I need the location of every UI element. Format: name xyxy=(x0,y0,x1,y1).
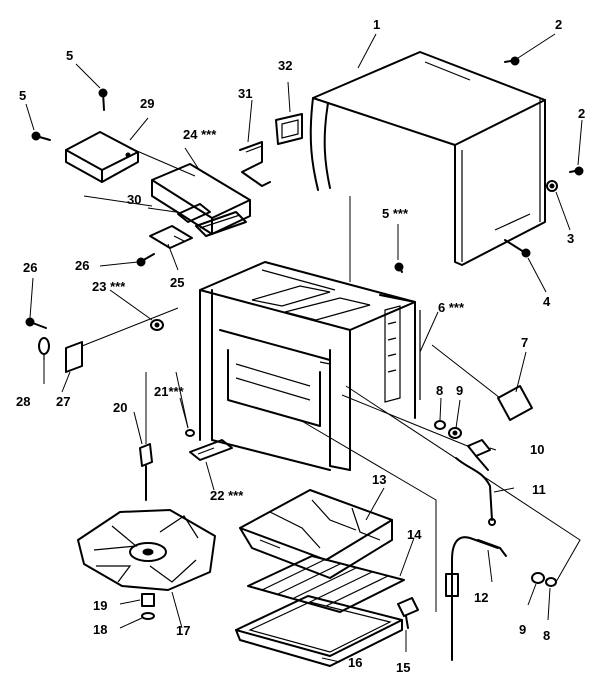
washer-part-8-lower xyxy=(545,577,557,587)
callout-4: 4 xyxy=(543,294,551,309)
bracket-part-29 xyxy=(65,131,139,183)
clip-part-3 xyxy=(546,180,558,192)
screw-part-26-upper xyxy=(136,253,155,267)
callout-8: 8 xyxy=(543,628,550,643)
screw-part-5-top xyxy=(98,88,108,111)
callout-2: 2 xyxy=(555,17,562,32)
callout-7: 7 xyxy=(521,335,528,350)
motor-mount-part-20 xyxy=(139,443,153,501)
callout-32: 32 xyxy=(278,58,292,73)
callout-1: 1 xyxy=(373,17,380,32)
washer-part-8-upper xyxy=(434,420,446,430)
screw-part-2-top xyxy=(504,56,520,66)
callout-20: 20 xyxy=(113,400,127,415)
control-block-part-24 xyxy=(151,163,251,235)
fan-blade-part-17 xyxy=(77,509,216,591)
callout-8: 8 xyxy=(436,383,443,398)
callout-22: 22 *** xyxy=(210,488,244,503)
probe-part-12 xyxy=(445,536,507,661)
callout-6: 6 *** xyxy=(438,300,465,315)
callout-19: 19 xyxy=(93,598,107,613)
callout-25: 25 xyxy=(170,275,184,290)
callout-2: 2 xyxy=(578,106,585,121)
plate-part-25 xyxy=(149,225,193,249)
callout-24: 24 *** xyxy=(183,127,217,142)
callout-23: 23 *** xyxy=(92,279,126,294)
wire-harness-part-31 xyxy=(239,141,271,187)
callout-5: 5 *** xyxy=(382,206,409,221)
callout-9: 9 xyxy=(519,622,526,637)
screw-part-5-cavity xyxy=(394,262,404,273)
screw-part-21 xyxy=(185,429,195,437)
switch-part-30 xyxy=(177,203,247,237)
screw-part-4 xyxy=(504,239,531,258)
screw-part-2-side xyxy=(569,166,584,176)
screw-part-26-lower xyxy=(25,317,47,329)
lamp-bracket-part-27 xyxy=(65,341,83,373)
washer-part-18 xyxy=(141,612,155,620)
callout-5: 5 xyxy=(19,88,26,103)
callout-5: 5 xyxy=(66,48,73,63)
nut-part-9-lower xyxy=(531,572,545,584)
leader-lines xyxy=(25,33,583,663)
callout-28: 28 xyxy=(16,394,30,409)
bracket-part-22 xyxy=(189,439,233,461)
bulb-part-28 xyxy=(38,337,50,360)
callout-31: 31 xyxy=(238,86,252,101)
wire-part-11 xyxy=(455,457,496,526)
filter-part-32 xyxy=(275,113,303,145)
callout-26: 26 xyxy=(75,258,89,273)
callout-30: 30 xyxy=(127,192,141,207)
wire-rack-part-14 xyxy=(247,555,405,613)
callout-10: 10 xyxy=(530,442,544,457)
callout-26: 26 xyxy=(23,260,37,275)
callout-29: 29 xyxy=(140,96,154,111)
broil-pan-part-16 xyxy=(235,595,403,667)
grommet-part-23 xyxy=(150,319,164,331)
connector-part-10 xyxy=(467,439,491,471)
latch-part-15 xyxy=(397,597,419,629)
baffle-part-13 xyxy=(239,489,393,579)
callout-12: 12 xyxy=(474,590,488,605)
callout-17: 17 xyxy=(176,623,190,638)
callout-14: 14 xyxy=(407,527,422,542)
nut-part-9-upper xyxy=(448,427,462,439)
callout-16: 16 xyxy=(348,655,362,670)
oven-cavity-chassis xyxy=(199,261,416,471)
control-panel-part-6 xyxy=(379,294,421,411)
screw-part-5-left xyxy=(31,131,51,141)
callout-11: 11 xyxy=(532,482,546,497)
callout-labels: 1 2 2 3 4 5 5 5 *** 6 *** 7 8 8 9 9 10 1… xyxy=(16,17,585,675)
outer-cabinet-part-1 xyxy=(309,51,546,266)
callout-18: 18 xyxy=(93,622,107,637)
callout-15: 15 xyxy=(396,660,410,675)
callout-21: 21*** xyxy=(154,384,185,399)
callout-13: 13 xyxy=(372,472,386,487)
hub-part-19 xyxy=(141,593,155,607)
callout-3: 3 xyxy=(567,231,574,246)
callout-9: 9 xyxy=(456,383,463,398)
callout-27: 27 xyxy=(56,394,70,409)
plate-part-7 xyxy=(497,385,533,421)
